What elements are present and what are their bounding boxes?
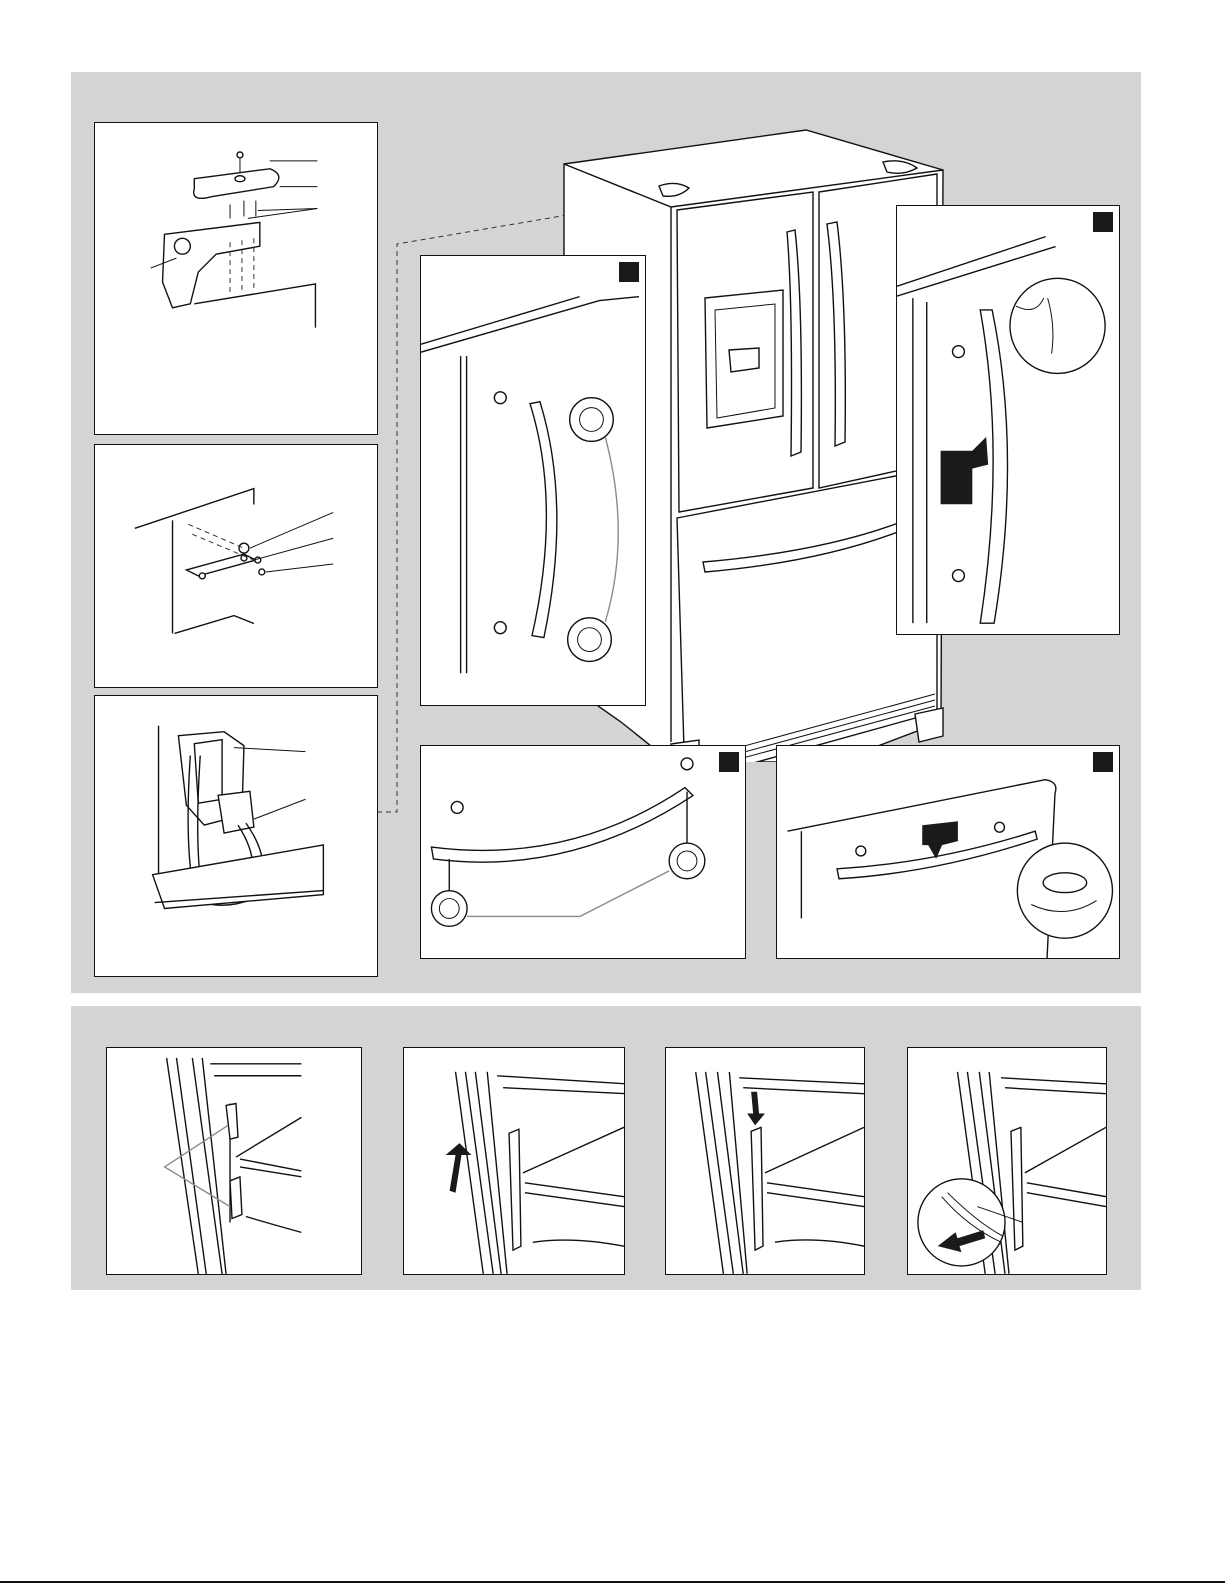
freezer-handle-setscrew xyxy=(776,745,1120,959)
page-bottom-rule xyxy=(0,1581,1225,1583)
arrow-down-icon xyxy=(747,1092,765,1126)
drawer-rail-clips xyxy=(106,1047,362,1275)
drawer-lift-up xyxy=(403,1047,625,1275)
drawer-release xyxy=(907,1047,1107,1275)
top-hinge-detail xyxy=(94,122,378,435)
drawer-push-down xyxy=(665,1047,865,1275)
refrigerator-handle-install-left xyxy=(420,255,646,706)
top-illustration-panel xyxy=(71,72,1141,993)
water-line-connector-detail xyxy=(94,695,378,977)
refrigerator-handle-install-right xyxy=(896,205,1120,635)
freezer-handle-install xyxy=(420,745,746,959)
bottom-illustration-panel xyxy=(71,1006,1141,1290)
bottom-hinge-detail xyxy=(94,444,378,688)
arrow-up-icon xyxy=(446,1143,472,1193)
